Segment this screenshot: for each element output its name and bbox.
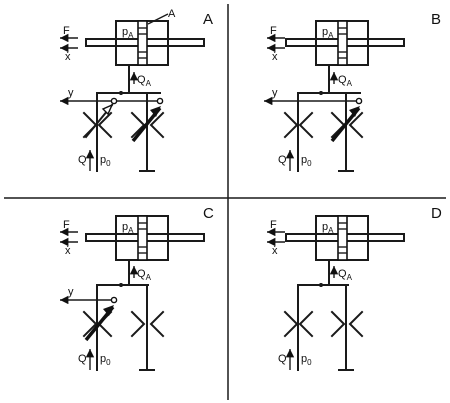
- supply-pressure-label: p0: [301, 353, 312, 367]
- supply-flow-label: Q: [278, 154, 287, 166]
- supply-pressure-label: p0: [100, 154, 111, 168]
- supply-flow-label: Q: [78, 154, 87, 166]
- pressure-label: pA: [322, 221, 334, 235]
- flow-label: QA: [338, 74, 353, 88]
- control-label: y: [68, 87, 74, 99]
- panel-b: B F ẋ pA QA y Q p0: [264, 11, 441, 172]
- pressure-label: pA: [322, 26, 334, 40]
- panel-label: B: [431, 11, 441, 28]
- supply-pressure-label: p0: [100, 353, 111, 367]
- force-label: F: [270, 25, 277, 37]
- pressure-label: pA: [122, 221, 134, 235]
- flow-label: QA: [137, 74, 152, 88]
- supply-pressure-label: p0: [301, 154, 312, 168]
- supply-flow-label: Q: [278, 353, 287, 365]
- panel-label: C: [203, 205, 214, 222]
- velocity-label: ẋ: [272, 245, 278, 257]
- panel-label: A: [203, 11, 213, 28]
- velocity-label: ẋ: [65, 245, 71, 257]
- force-label: F: [270, 219, 277, 231]
- control-label: y: [272, 87, 278, 99]
- piston: [137, 20, 148, 66]
- pressure-label: pA: [122, 26, 134, 40]
- panel-c: C F ẋ pA QA y Q p0: [60, 205, 214, 371]
- panel-d: D F ẋ pA QA Q p0: [267, 205, 442, 371]
- velocity-label: ẋ: [65, 51, 71, 63]
- panel-label: D: [431, 205, 442, 222]
- piston-leader: [147, 13, 169, 25]
- flow-label: QA: [338, 268, 353, 282]
- velocity-label: ẋ: [272, 51, 278, 63]
- force-label: F: [63, 219, 70, 231]
- force-label: F: [63, 25, 70, 37]
- piston-label: A: [168, 8, 176, 20]
- supply-flow-label: Q: [78, 353, 87, 365]
- flow-label: QA: [137, 268, 152, 282]
- panel-a: A F ẋ pA A QA y: [60, 8, 213, 172]
- control-label: y: [68, 286, 74, 298]
